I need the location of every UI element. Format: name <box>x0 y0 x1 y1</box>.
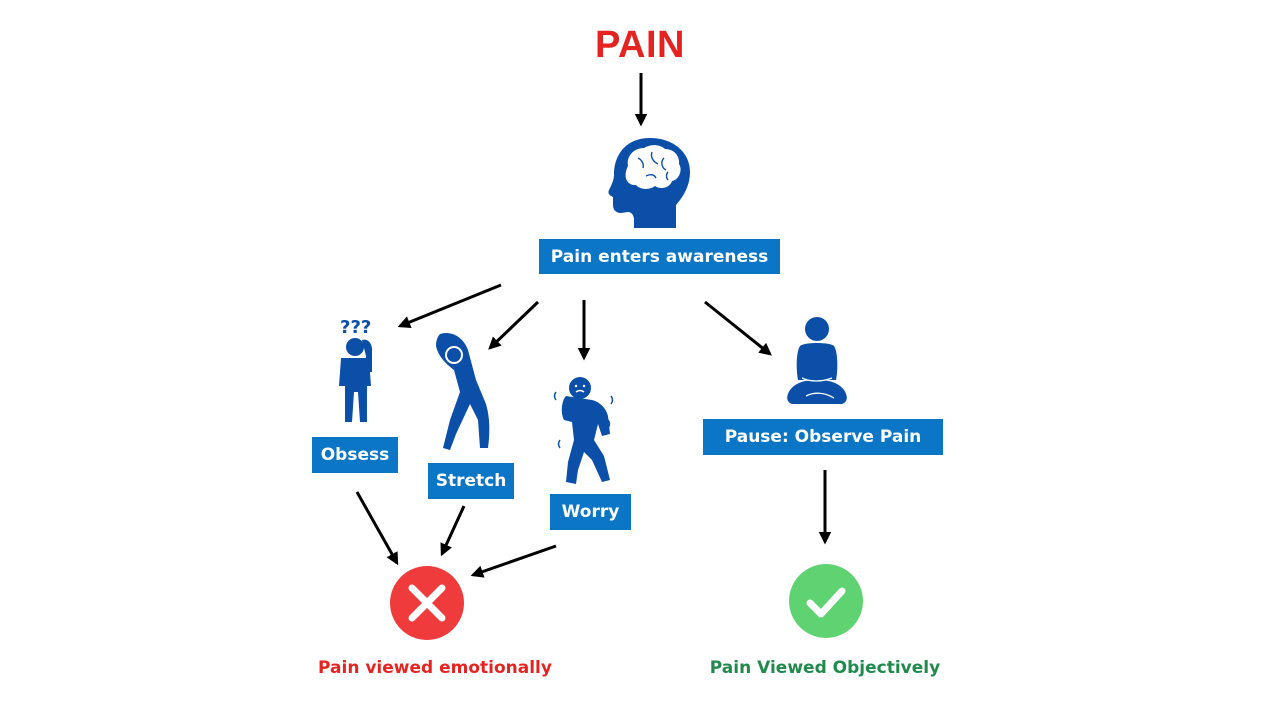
node-pain-enters-awareness: Pain enters awareness <box>539 239 780 274</box>
confused-person-icon: ??? <box>339 317 373 422</box>
node-label: Worry <box>561 502 620 522</box>
diagram-title: PAIN <box>595 24 685 66</box>
outcome-negative-label: Pain viewed emotionally <box>318 658 552 678</box>
scared-person-icon <box>553 377 614 484</box>
node-worry: Worry <box>550 494 631 530</box>
arrow-awareness-to-obsess <box>397 283 502 329</box>
stretching-person-icon <box>436 332 490 450</box>
node-label: Obsess <box>320 445 390 465</box>
meditating-person-icon <box>787 317 847 404</box>
arrow-worry-to-x <box>470 544 557 578</box>
arrow-awareness-to-stretch <box>488 300 540 350</box>
node-obsess: Obsess <box>312 437 398 473</box>
check-circle-icon <box>789 564 863 638</box>
node-label: Stretch <box>435 471 507 491</box>
node-label: Pain enters awareness <box>550 246 769 267</box>
node-pause-observe-pain: Pause: Observe Pain <box>703 419 943 455</box>
x-circle-icon <box>390 566 464 640</box>
question-marks: ??? <box>340 317 371 338</box>
arrow-obsess-to-x <box>355 491 399 566</box>
outcome-positive-label: Pain Viewed Objectively <box>709 658 941 678</box>
node-label: Pause: Observe Pain <box>724 427 922 447</box>
head-brain-icon <box>608 138 690 228</box>
arrow-awareness-to-pause <box>704 300 772 356</box>
arrow-stretch-to-x <box>440 505 466 557</box>
node-stretch: Stretch <box>428 463 514 499</box>
